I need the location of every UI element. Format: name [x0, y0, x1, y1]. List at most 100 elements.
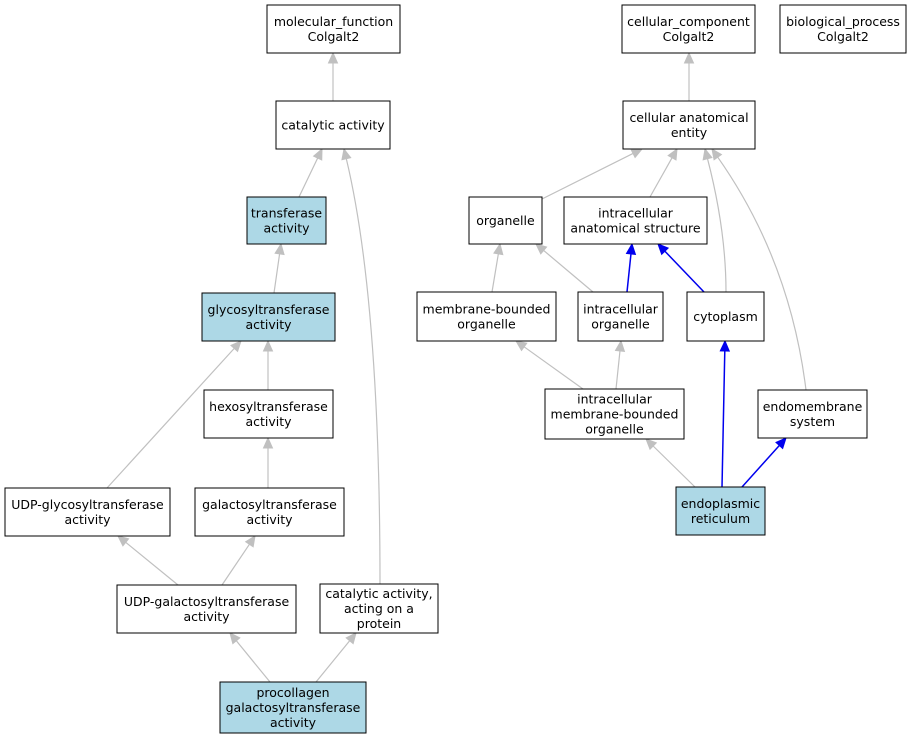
- edge-arrowhead: [614, 339, 626, 352]
- node-box: [563, 196, 708, 245]
- edge-endomembrane-system-to-cellular-anatomical-entity: [711, 148, 807, 391]
- edge-line: [649, 157, 673, 198]
- node-label: glycosyltransferase: [208, 302, 330, 317]
- node-box: [686, 291, 765, 342]
- node-label: intracellular: [577, 392, 653, 407]
- node-label: endomembrane: [763, 399, 863, 414]
- edge-arrowhead: [229, 632, 241, 645]
- edge-intracellular-anatomical-structure-to-cellular-anatomical-entity: [649, 147, 678, 198]
- node-box: [577, 291, 664, 342]
- node-label: molecular_function: [274, 14, 393, 29]
- node-catalytic-activity[interactable]: catalytic activity: [275, 100, 391, 150]
- edge-line: [543, 249, 594, 293]
- edge-line: [541, 152, 634, 200]
- edge-arrowhead: [274, 242, 285, 256]
- edge-line: [315, 640, 351, 683]
- edge-endoplasmic-reticulum-to-intracellular-membrane-bounded-organelle: [645, 438, 696, 488]
- edge-arrowhead: [262, 339, 274, 352]
- edge-arrowhead: [645, 438, 658, 451]
- edge-arrowhead: [667, 147, 678, 161]
- edge-line: [706, 158, 727, 293]
- node-label: organelle: [476, 213, 535, 228]
- node-label: activity: [183, 609, 230, 624]
- edge-hexosyltransferase-activity-to-glycosyltransferase-activity: [262, 339, 274, 390]
- edge-line: [721, 350, 726, 488]
- node-cytoplasm[interactable]: cytoplasm: [686, 291, 765, 342]
- edge-catalytic-activity-acting-on-protein-to-catalytic-activity: [341, 147, 381, 585]
- edge-glycosyltransferase-activity-to-transferase-activity: [273, 242, 285, 294]
- edge-cellular-anatomical-entity-to-cellular-component: [683, 51, 695, 101]
- node-box: [544, 388, 685, 440]
- node-box: [675, 486, 766, 536]
- edge-arrowhead: [711, 148, 723, 161]
- node-box: [275, 100, 391, 150]
- edge-procollagen-galactosyltransferase-activity-to-udp-galactosyltransferase-activity: [229, 632, 271, 683]
- node-label: Colgalt2: [663, 29, 715, 44]
- node-label: protein: [357, 616, 401, 631]
- node-label: galactosyltransferase: [202, 497, 337, 512]
- node-label: membrane-bounded: [423, 302, 551, 317]
- edge-line: [106, 347, 235, 489]
- edge-intracellular-organelle-to-organelle: [535, 243, 594, 293]
- node-label: reticulum: [691, 511, 750, 526]
- edge-udp-glycosyltransferase-activity-to-glycosyltransferase-activity: [106, 340, 242, 489]
- node-organelle[interactable]: organelle: [468, 196, 543, 245]
- edge-arrowhead: [775, 437, 787, 450]
- edge-arrowhead: [702, 147, 713, 161]
- edge-line: [221, 543, 250, 586]
- node-label: acting on a: [344, 601, 414, 616]
- edge-arrowhead: [312, 147, 323, 161]
- node-label: activity: [64, 512, 111, 527]
- edge-line: [491, 253, 499, 293]
- edge-line: [298, 157, 319, 198]
- edge-line: [273, 253, 281, 294]
- edge-arrowhead: [625, 242, 637, 255]
- node-label: procollagen: [256, 685, 329, 700]
- node-label: organelle: [591, 317, 650, 332]
- node-label: intracellular: [598, 206, 674, 221]
- node-label: UDP-glycosyltransferase: [11, 497, 164, 512]
- node-box: [779, 4, 907, 54]
- edge-arrowhead: [345, 632, 357, 645]
- edge-intracellular-membrane-bounded-organelle-to-membrane-bounded-organelle: [515, 340, 584, 390]
- node-box: [219, 681, 367, 734]
- edge-endoplasmic-reticulum-to-cytoplasm: [719, 339, 731, 488]
- node-label: Colgalt2: [817, 29, 869, 44]
- node-box: [4, 487, 171, 537]
- node-label: entity: [671, 125, 708, 140]
- node-label: cellular anatomical: [629, 110, 748, 125]
- edge-arrowhead: [230, 340, 242, 353]
- edge-arrowhead: [630, 148, 644, 159]
- edge-line: [235, 640, 271, 683]
- node-label: hexosyltransferase: [209, 399, 328, 414]
- edge-membrane-bounded-organelle-to-organelle: [491, 242, 504, 293]
- node-label: cellular_component: [627, 14, 750, 29]
- edge-transferase-activity-to-catalytic-activity: [298, 147, 323, 198]
- node-box: [757, 389, 868, 439]
- edge-arrowhead: [493, 242, 504, 256]
- edge-line: [626, 253, 632, 293]
- edge-arrowhead: [515, 340, 528, 352]
- node-label: activity: [270, 715, 317, 730]
- edge-line: [717, 156, 807, 391]
- node-box: [246, 196, 327, 245]
